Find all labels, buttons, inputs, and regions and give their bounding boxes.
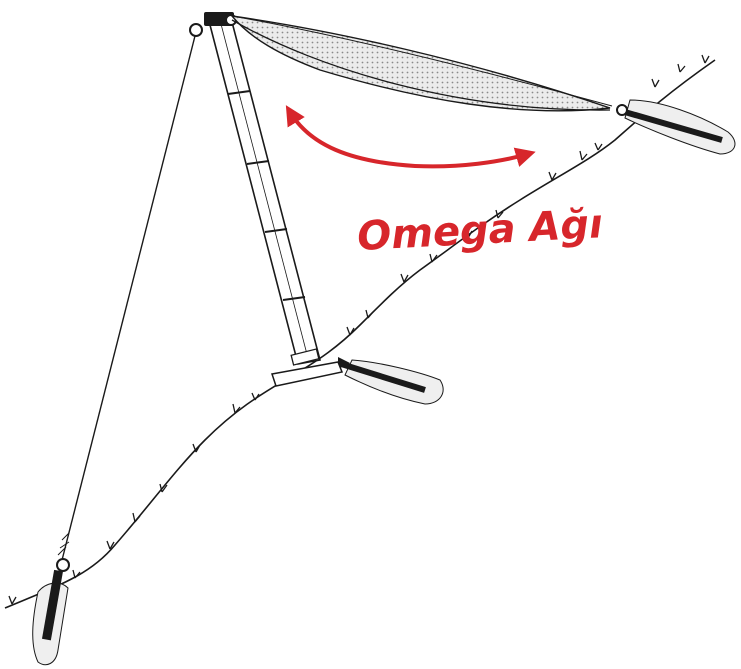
swing-direction-arrow	[285, 105, 536, 169]
guy-line	[57, 31, 197, 569]
pole-top-fitting	[189, 12, 237, 37]
top-right-anchor-stake	[616, 99, 736, 155]
mid-anchor-stake	[337, 357, 444, 405]
slope-ground-line	[4, 54, 716, 609]
diagram-label: Omega Ağı	[356, 201, 604, 260]
omega-net	[230, 15, 613, 112]
pole-base-plate	[271, 361, 344, 387]
net-pole	[208, 21, 321, 366]
bottom-anchor-stake	[32, 558, 70, 666]
